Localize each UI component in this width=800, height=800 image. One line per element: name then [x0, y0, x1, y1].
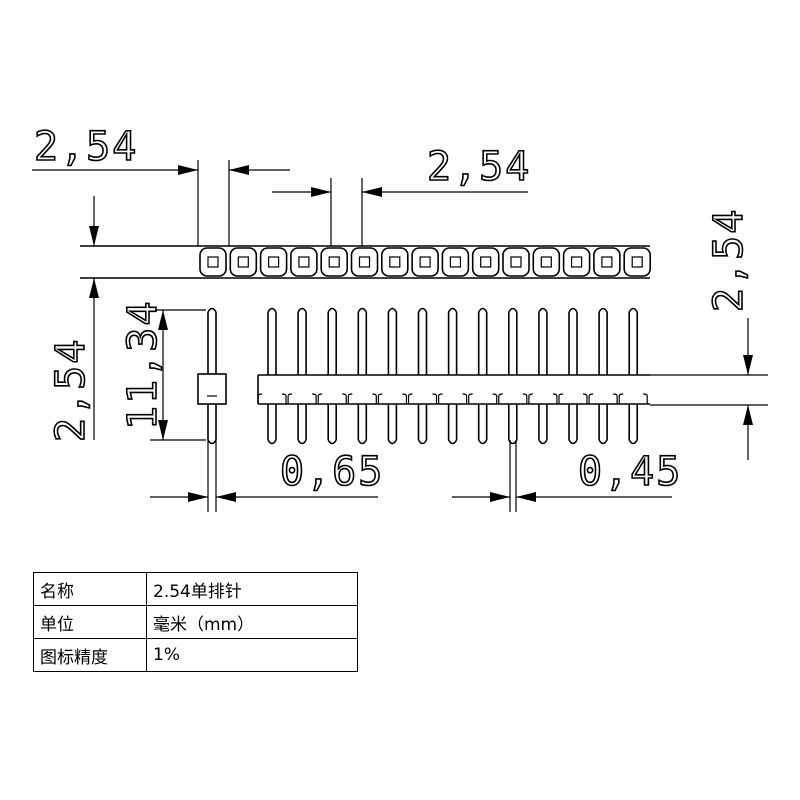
- top-view-strip: [80, 245, 652, 279]
- spec-row-name: 名称 2.54单排针: [33, 572, 358, 606]
- pad: [532, 247, 561, 277]
- dimension-label-top-left: 2,54: [34, 124, 138, 170]
- spec-value: 1%: [146, 638, 358, 672]
- pad: [502, 247, 530, 277]
- spec-row-precision: 图标精度 1%: [33, 638, 358, 672]
- pin: [528, 307, 558, 445]
- pad: [259, 247, 288, 277]
- pin: [347, 307, 377, 445]
- dimension-right-vertical: 2,54: [650, 207, 768, 460]
- spec-key: 单位: [33, 605, 147, 639]
- pin: [558, 307, 588, 445]
- spec-value: 2.54单排针: [146, 572, 358, 606]
- dimension-label-left-vertical: 2,54: [48, 338, 94, 442]
- pad: [350, 247, 379, 277]
- dimension-pin-width-left: 0,65: [150, 448, 384, 502]
- pin: [407, 307, 438, 445]
- pad: [229, 247, 258, 277]
- dimension-label-pin-length: 11,34: [120, 300, 166, 430]
- pad: [199, 247, 227, 277]
- pad: [411, 247, 439, 277]
- pad: [623, 247, 652, 277]
- pin: [618, 307, 648, 445]
- dimension-top-center: 2,54: [272, 143, 531, 246]
- pad: [380, 247, 409, 277]
- spec-table: 名称 2.54单排针 单位 毫米（mm） 图标精度 1%: [33, 572, 358, 672]
- dimension-left-vertical: 2,54: [47, 196, 99, 443]
- pin: [588, 307, 618, 445]
- pad: [471, 247, 500, 277]
- pin: [257, 307, 287, 445]
- dimension-label-pin-width-left: 0,65: [280, 449, 384, 495]
- pin: [468, 307, 498, 445]
- spec-row-unit: 单位 毫米（mm）: [33, 605, 358, 639]
- pin: [498, 307, 528, 445]
- pin: [287, 307, 317, 445]
- pad: [290, 247, 318, 277]
- pad: [593, 247, 621, 277]
- spec-key: 名称: [33, 572, 147, 606]
- pad: [441, 247, 470, 277]
- spec-key: 图标精度: [33, 638, 147, 672]
- pin-row: [257, 307, 648, 445]
- pad-row: [199, 247, 652, 277]
- spec-value: 毫米（mm）: [146, 605, 358, 639]
- dimension-pin-length: 11,34: [119, 299, 206, 441]
- dimension-label-right-vertical: 2,54: [706, 208, 752, 312]
- dimension-pin-width-right: 0,45: [452, 448, 682, 502]
- pin: [438, 307, 468, 445]
- side-view-single-pin: [197, 307, 227, 512]
- pin: [317, 307, 347, 445]
- pin: [377, 307, 407, 445]
- pad: [562, 247, 591, 277]
- dimension-top-left: 2,54: [32, 123, 290, 246]
- pad: [320, 247, 349, 277]
- dimension-label-pin-width-right: 0,45: [578, 449, 682, 495]
- front-view-pin-row: [257, 307, 650, 512]
- dimension-label-top-center: 2,54: [427, 144, 531, 190]
